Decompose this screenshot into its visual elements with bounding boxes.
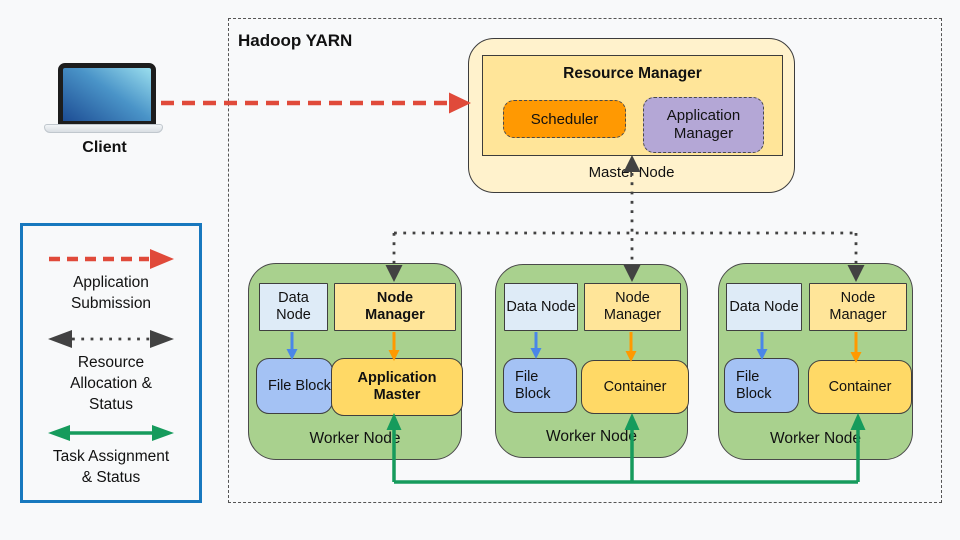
- legend-label-line: Resource: [77, 354, 145, 371]
- application-master-box: Application Master: [331, 358, 463, 416]
- data-node-box: Data Node: [259, 283, 328, 331]
- hadoop-yarn-title: Hadoop YARN: [238, 31, 353, 50]
- client-laptop-base: [44, 124, 163, 133]
- worker-node-label: Worker Node: [309, 430, 401, 447]
- legend-label-line: Submission: [70, 294, 152, 312]
- file-block-box: File Block: [503, 358, 577, 413]
- node-manager-box: Node Manager: [584, 283, 681, 331]
- worker-node-label: Worker Node: [545, 428, 638, 445]
- container-box: Container: [581, 360, 689, 414]
- container-box: Container: [808, 360, 912, 414]
- legend-label-line: Allocation &: [70, 374, 152, 392]
- scheduler-box: Scheduler: [503, 100, 626, 138]
- master-node-label: Master Node: [588, 164, 675, 181]
- legend-label-line: & Status: [81, 468, 141, 486]
- legend-label: Application Submission: [23, 273, 199, 315]
- legend-label-line: Status: [89, 395, 133, 413]
- legend-label: Resource Allocation & Status: [23, 353, 199, 416]
- worker-node-1: Data Node Node Manager File Block Applic…: [248, 263, 463, 460]
- node-manager-box: Node Manager: [809, 283, 907, 331]
- file-block-box: File Block: [256, 358, 333, 414]
- worker-node-2: Data Node Node Manager File Block Contai…: [495, 264, 689, 458]
- data-node-box: Data Node: [726, 283, 802, 331]
- resource-manager-box: Resource Manager Scheduler Application M…: [482, 55, 783, 156]
- client-label: Client: [82, 139, 127, 156]
- application-submission-arrow-icon: [49, 249, 174, 269]
- application-manager-box: Application Manager: [643, 97, 764, 153]
- legend-label: Task Assignment & Status: [23, 447, 199, 489]
- hadoop-yarn-boundary: [228, 18, 942, 503]
- file-block-box: File Block: [724, 358, 799, 413]
- task-assignment-arrow-icon: [48, 425, 174, 441]
- worker-node-label: Worker Node: [769, 430, 862, 447]
- worker-node-3: Data Node Node Manager File Block Contai…: [718, 263, 913, 460]
- node-manager-box: Node Manager: [334, 283, 456, 331]
- legend-label-line: Application: [73, 274, 149, 291]
- resource-allocation-arrow-icon: [48, 330, 174, 348]
- data-node-box: Data Node: [504, 283, 578, 331]
- resource-manager-title: Resource Manager: [563, 65, 702, 82]
- master-node-box: Resource Manager Scheduler Application M…: [468, 38, 795, 193]
- legend-box: Application Submission Resource Allocati…: [20, 223, 202, 503]
- client-laptop-icon: [58, 63, 156, 126]
- legend-label-line: Task Assignment: [52, 448, 170, 465]
